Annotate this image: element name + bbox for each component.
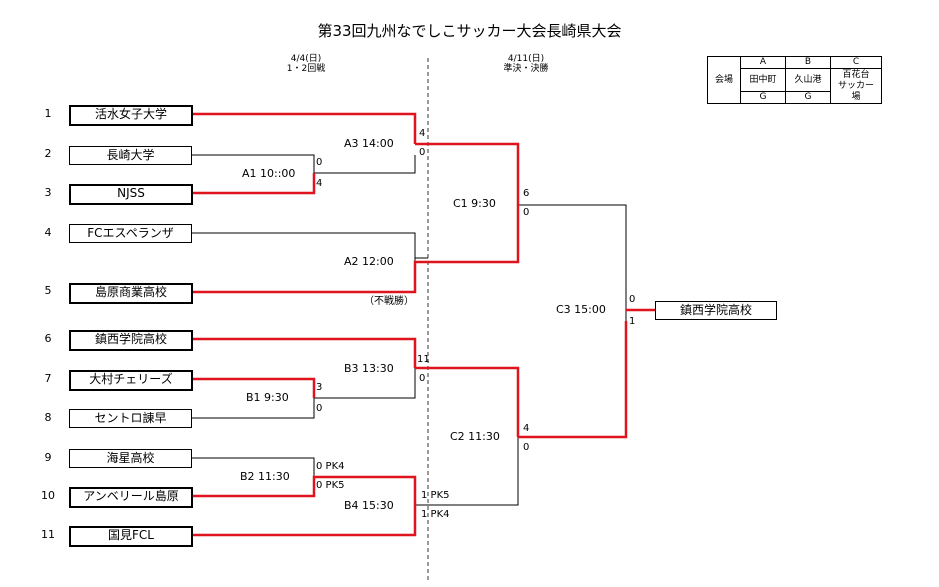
team-box-4: FCエスペランザ (69, 224, 192, 243)
seed-number: 2 (44, 147, 52, 160)
win-line-team-7 (191, 377, 316, 398)
line-b4-up (415, 437, 519, 506)
win-line-b3 (415, 366, 520, 437)
score-a3-bottom: 0 (419, 147, 426, 158)
win-line-team-11 (191, 505, 417, 537)
match-label-c3: C3 15:00 (556, 303, 606, 316)
win-line-team-6 (191, 337, 417, 368)
team-box-6: 鎮西学院高校 (69, 330, 193, 351)
score-b4-top: 1 PK5 (421, 490, 450, 501)
score-c3-top: 0 (629, 294, 636, 305)
venue-sub-b: G (785, 91, 831, 104)
win-line-team-5 (191, 205, 520, 294)
score-a3-top: 4 (419, 128, 426, 139)
score-c2-bottom: 0 (523, 442, 530, 453)
seed-number: 1 (44, 107, 52, 120)
line-team-9 (191, 457, 315, 477)
team-box-7: 大村チェリーズ (69, 370, 193, 391)
seed-number: 10 (41, 489, 55, 502)
round-date-2: 4/11(日) 準決・決勝 (486, 54, 566, 74)
seed-number: 3 (44, 186, 52, 199)
venue-header: 会場 (707, 56, 741, 104)
score-c3-bottom: 1 (629, 316, 636, 327)
team-box-3: NJSS (69, 184, 193, 205)
page-title: 第33回九州なでしこサッカー大会長崎県大会 (317, 22, 622, 40)
score-b1-top: 3 (316, 382, 323, 393)
team-box-2: 長崎大学 (69, 146, 192, 165)
seed-number: 5 (44, 284, 52, 297)
win-line-team-3 (191, 173, 316, 195)
seed-number: 7 (44, 372, 52, 385)
match-label-a2: A2 12:00 (344, 255, 394, 268)
seed-number: 11 (41, 528, 55, 541)
team-box-1: 活水女子大学 (69, 105, 193, 126)
round-date: 4/11(日) (507, 54, 545, 64)
match-label-b3: B3 13:30 (344, 362, 394, 375)
round-name: 準決・決勝 (503, 64, 549, 74)
team-box-9: 海星高校 (69, 449, 192, 468)
score-a1-bottom: 4 (316, 178, 323, 189)
score-c1-bottom: 0 (523, 207, 530, 218)
win-line-team-1 (191, 112, 417, 144)
line-a1-up (314, 155, 416, 174)
match-label-c1: C1 9:30 (453, 197, 496, 210)
match-label-b4: B4 15:30 (344, 499, 394, 512)
team-box-11: 国見FCL (69, 526, 193, 547)
win-line-c2 (518, 321, 628, 439)
round-date: 4/4(日) (290, 54, 322, 64)
seed-number: 6 (44, 332, 52, 345)
score-c2-top: 4 (523, 423, 530, 434)
winner-lines (191, 112, 655, 537)
team-box-8: セントロ諌早 (69, 409, 192, 428)
score-a1-top: 0 (316, 157, 323, 168)
loser-lines (191, 154, 627, 506)
score-b3-top: 11 (417, 354, 430, 365)
line-team-2 (191, 154, 315, 173)
round-name: 1・2回戦 (286, 64, 326, 74)
seed-number: 9 (44, 451, 52, 464)
round-date-1: 4/4(日) 1・2回戦 (266, 54, 346, 74)
score-b3-bottom: 0 (419, 373, 426, 384)
match-label-a3: A3 14:00 (344, 137, 394, 150)
line-c1-up (518, 204, 627, 321)
match-label-b1: B1 9:30 (246, 391, 289, 404)
venue-table: 会場 A B C 田中町 久山港 百花台 サッカー場 G G (707, 56, 882, 104)
win-line-a3 (415, 142, 520, 205)
team-box-10: アンベリール島原 (69, 487, 193, 508)
match-label-c2: C2 11:30 (450, 430, 500, 443)
team-box-5: 島原商業高校 (69, 283, 193, 304)
win-line-team-10 (191, 475, 417, 505)
score-b2-top: 0 PK4 (316, 461, 345, 472)
seed-number: 8 (44, 411, 52, 424)
score-b2-bottom: 0 PK5 (316, 480, 345, 491)
champion-box: 鎮西学院高校 (655, 301, 777, 320)
seed-number: 4 (44, 226, 52, 239)
score-b1-bottom: 0 (316, 403, 323, 414)
match-label-b2: B2 11:30 (240, 470, 290, 483)
walkover-note: （不戦勝） (364, 296, 414, 307)
line-b1-up (314, 368, 416, 399)
line-team-8 (191, 398, 315, 419)
venue-sub-a: G (740, 91, 786, 104)
venue-name-c: 百花台 サッカー場 (830, 68, 882, 104)
match-label-a1: A1 10::00 (242, 167, 296, 180)
score-b4-bottom: 1 PK4 (421, 509, 450, 520)
score-c1-top: 6 (523, 188, 530, 199)
